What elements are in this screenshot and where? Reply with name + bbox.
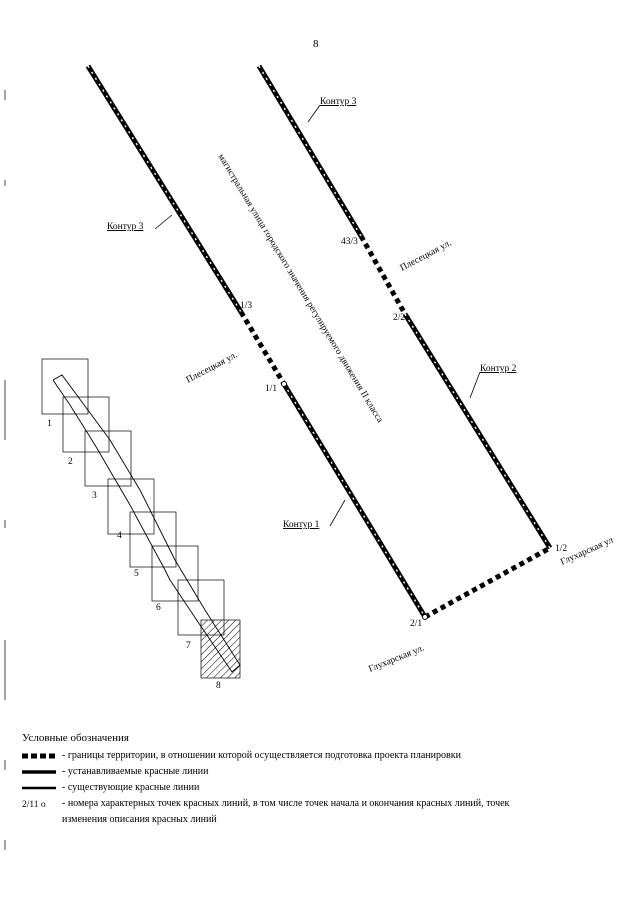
key-map-corridor bbox=[52, 374, 241, 673]
point-circle-icon: o bbox=[38, 800, 46, 810]
boundary-dashed-right bbox=[358, 234, 408, 316]
key-number-3: 3 bbox=[92, 491, 97, 501]
legend-symbol-dashed-thick bbox=[22, 748, 62, 764]
key-map-numbers: 1 2 3 4 5 6 7 8 bbox=[47, 419, 221, 691]
key-sheet-frame-1 bbox=[41, 358, 89, 415]
legend-point-code: 2/11 bbox=[22, 800, 39, 810]
point-markers bbox=[281, 381, 428, 620]
key-sheet-frame-5 bbox=[129, 511, 177, 568]
key-number-1: 1 bbox=[47, 419, 52, 429]
key-sheet-frame-8 bbox=[200, 619, 241, 679]
legend: Условные обозначения - границы территори… bbox=[22, 730, 622, 828]
label-kontur-2: Контур 2 bbox=[480, 364, 517, 374]
key-number-6: 6 bbox=[156, 603, 161, 613]
legend-symbol-point: 2/11 o bbox=[22, 796, 62, 813]
point-label-1-3: 1/3 bbox=[240, 301, 252, 311]
red-line-left-upper bbox=[85, 64, 244, 314]
legend-text-new-lines: - устанавливаемые красные линии bbox=[62, 766, 209, 777]
red-line-left-lower bbox=[281, 382, 428, 619]
legend-text-points: - номера характерных точек красных линий… bbox=[62, 798, 510, 825]
legend-row-new-lines: - устанавливаемые красные линии bbox=[22, 764, 622, 780]
page-number: 8 bbox=[313, 38, 319, 50]
legend-text-existing-lines: - существующие красные линии bbox=[62, 782, 200, 793]
key-number-5: 5 bbox=[134, 569, 139, 579]
legend-row-points: 2/11 o - номера характерных точек красны… bbox=[22, 796, 622, 828]
label-kontur-3-top: Контур 3 bbox=[320, 97, 357, 107]
legend-text-boundary: - границы территории, в отношении которо… bbox=[62, 750, 461, 761]
point-label-1-1: 1/1 bbox=[265, 384, 277, 394]
key-number-7: 7 bbox=[186, 641, 191, 651]
street-label-plesetskaya-right: Плесецкая ул. bbox=[399, 238, 454, 273]
legend-row-existing-lines: - существующие красные линии bbox=[22, 780, 622, 796]
leader-lines bbox=[154, 104, 481, 527]
street-label-glukharskaya-bottom: Глухарская ул. bbox=[367, 643, 425, 674]
point-label-2-1: 2/1 bbox=[410, 619, 422, 629]
key-number-2: 2 bbox=[68, 457, 73, 467]
point-label-1-2: 1/2 bbox=[555, 544, 567, 554]
legend-symbol-solid-thick bbox=[22, 764, 62, 780]
red-line-right-lower bbox=[402, 312, 553, 550]
key-number-8: 8 bbox=[216, 681, 221, 691]
boundary-dashed-left bbox=[238, 310, 287, 386]
key-map bbox=[41, 358, 241, 679]
key-sheet-frame-2 bbox=[62, 396, 110, 453]
key-number-4: 4 bbox=[117, 531, 122, 541]
legend-symbol-solid-thin bbox=[22, 780, 62, 796]
red-line-right-upper bbox=[256, 64, 364, 238]
point-marker-1-1 bbox=[281, 381, 287, 387]
street-label-magistral: магистральная улица городского значения … bbox=[215, 152, 384, 425]
boundary-dashed-bottom bbox=[423, 545, 552, 620]
key-sheet-frame-4 bbox=[107, 478, 155, 535]
label-kontur-3-left: Контур 3 bbox=[107, 222, 144, 232]
point-label-2-2: 2/2 bbox=[393, 313, 405, 323]
street-label-glukharskaya-right: Глухарская ул bbox=[559, 535, 615, 567]
point-marker-2-1 bbox=[422, 614, 428, 620]
legend-title: Условные обозначения bbox=[22, 732, 129, 744]
legend-row-boundary: - границы территории, в отношении которо… bbox=[22, 748, 622, 764]
point-label-43-3: 43/3 bbox=[341, 237, 358, 247]
street-label-plesetskaya-left: Плесецкая ул. bbox=[185, 350, 240, 385]
key-sheet-frame-6 bbox=[151, 545, 199, 602]
label-kontur-1: Контур 1 bbox=[283, 520, 320, 530]
